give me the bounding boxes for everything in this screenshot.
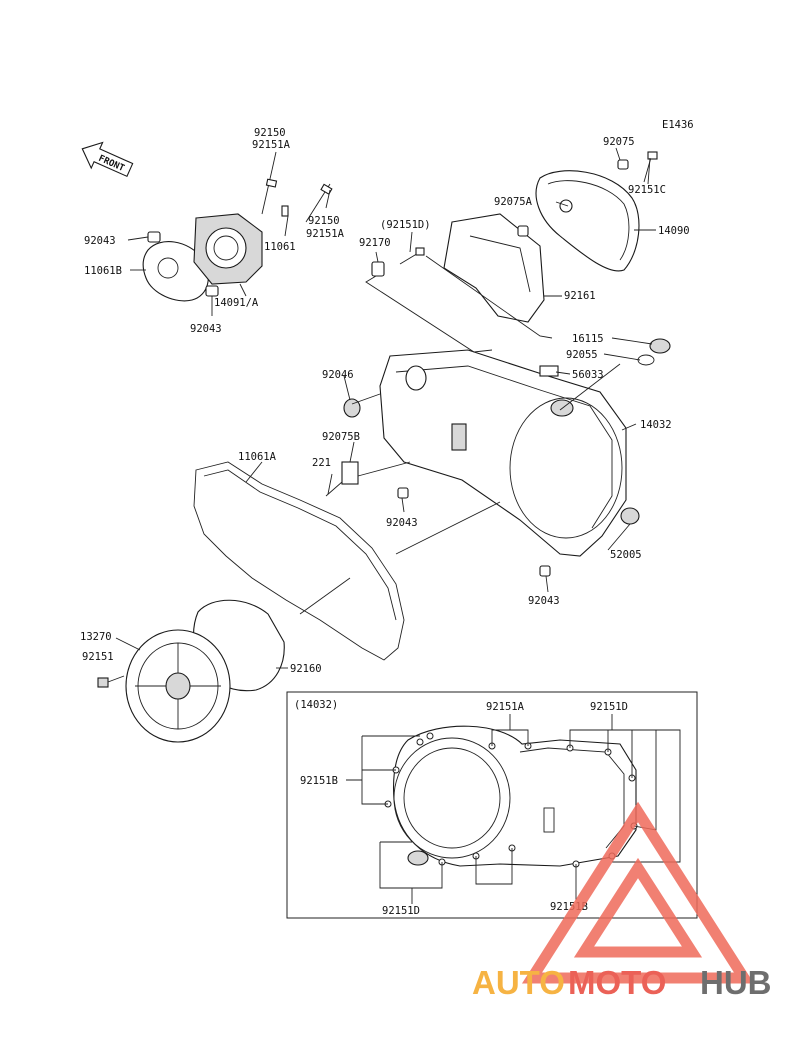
oil-seal-52005: [620, 507, 640, 525]
bolt-92151c: [643, 151, 658, 183]
bolt-92150-top: [261, 169, 278, 215]
automotohub-watermark: AUTO MOTO HUB: [472, 801, 772, 1001]
label-92043-a: 92043: [84, 235, 116, 247]
dowel-92043-c: [397, 487, 409, 499]
pump-cover-group: [142, 169, 333, 302]
label-92043-d: 92043: [528, 595, 560, 607]
label-56033: 56033: [572, 369, 604, 381]
label-92151c: 92151C: [628, 184, 666, 196]
grommet-92075a: [517, 225, 529, 237]
collar-92075: [617, 159, 629, 170]
diagram-code: E1436: [662, 119, 694, 131]
leader-lines: [115, 147, 656, 669]
filler-plug-16115: [649, 338, 671, 354]
label-92161: 92161: [564, 290, 596, 302]
label-14032: 14032: [640, 419, 672, 431]
o-ring-92055: [637, 354, 655, 366]
cover-internal-bracket: [451, 423, 467, 451]
dowel-92043-b: [205, 285, 219, 297]
grommet-92075: [559, 199, 573, 213]
inset-bracket-92151a: [491, 714, 529, 746]
label-14091a: 14091/A: [214, 297, 259, 309]
inset-label-92151b-left: 92151B: [300, 775, 338, 787]
watermark-text-hub: HUB: [700, 964, 772, 1001]
clutch-cover-13270: [125, 629, 231, 743]
inset-clutch-ring: [393, 737, 511, 859]
label-52005: 52005: [610, 549, 642, 561]
label-221: 221: [312, 457, 331, 469]
gasket-11061a: [193, 461, 405, 661]
label-11061b: 11061B: [84, 265, 122, 277]
gasket-inner-edge: [203, 469, 397, 621]
watermark-text-moto: MOTO: [568, 964, 666, 1001]
label-92170: 92170: [359, 237, 391, 249]
cover-inner-edge: [395, 365, 613, 529]
inset-bracket-92151d-top: [569, 714, 681, 863]
label-92150-top: 92150: [254, 127, 286, 139]
bolt-92150-right: [305, 183, 333, 223]
label-92151: 92151: [82, 651, 114, 663]
label-92075b: 92075B: [322, 431, 360, 443]
label-92150-b: 92150: [308, 215, 340, 227]
inset-label-92151d-top: 92151D: [590, 701, 628, 713]
cover-14090: [535, 170, 640, 272]
inset-label: (14032): [294, 699, 338, 711]
bracket-92075b: [341, 461, 359, 485]
gasket-opening: [157, 257, 179, 279]
inset-slot: [543, 807, 555, 833]
label-16115: 16115: [572, 333, 604, 345]
cover-boss-left: [405, 365, 427, 391]
label-92055: 92055: [566, 349, 598, 361]
inset-cover-outline: [393, 725, 637, 867]
inset-label-92151a: 92151A: [486, 701, 525, 713]
clamp-92170: [371, 261, 385, 277]
label-92075a: 92075A: [494, 196, 533, 208]
inset-box: (14032) 92151A 92151D 92151B 92151D: [286, 691, 698, 919]
cover-inner-ring: [213, 235, 239, 261]
label-11061: 11061: [264, 241, 296, 253]
bolt-92151d-small: [399, 247, 425, 265]
inset-clutch-inner: [403, 747, 501, 849]
inset-filler: [407, 850, 429, 866]
bolt-221: [325, 481, 343, 497]
label-92151a-b: 92151A: [306, 228, 345, 240]
upper-cover-rib: [469, 235, 531, 293]
label-14090: 14090: [658, 225, 690, 237]
inset-bolt-hole: [416, 738, 424, 746]
label-92046: 92046: [322, 369, 354, 381]
label-13270: 13270: [80, 631, 112, 643]
label-92075: 92075: [603, 136, 635, 148]
inset-bolt-hole: [426, 732, 434, 740]
label-92151a-top: 92151A: [252, 139, 291, 151]
damper-92046: [343, 398, 361, 418]
label-92151d-paren: (92151D): [380, 219, 431, 231]
inset-bracket-92151d-bot: [379, 841, 513, 904]
bolt-92151: [97, 675, 125, 688]
upper-cover-92161: [443, 213, 545, 323]
label-11061a: 11061A: [238, 451, 277, 463]
front-arrow-icon: FRONT: [81, 141, 134, 178]
label-56033: [539, 365, 559, 377]
watermark-triangle-icon: [521, 801, 755, 984]
dowel-92043-a: [147, 231, 161, 243]
cover-impeller-housing: [205, 227, 247, 269]
cover-14090-edge: [547, 180, 630, 261]
label-92160: 92160: [290, 663, 322, 675]
label-92043-c: 92043: [386, 517, 418, 529]
o-ring-11061: [281, 205, 289, 217]
label-92043-b: 92043: [190, 323, 222, 335]
inset-label-92151d-bot: 92151D: [382, 905, 420, 917]
dowel-92043-d: [539, 565, 551, 577]
inset-bracket-92151b-left: [346, 735, 420, 805]
watermark-text-auto: AUTO: [472, 964, 565, 1001]
